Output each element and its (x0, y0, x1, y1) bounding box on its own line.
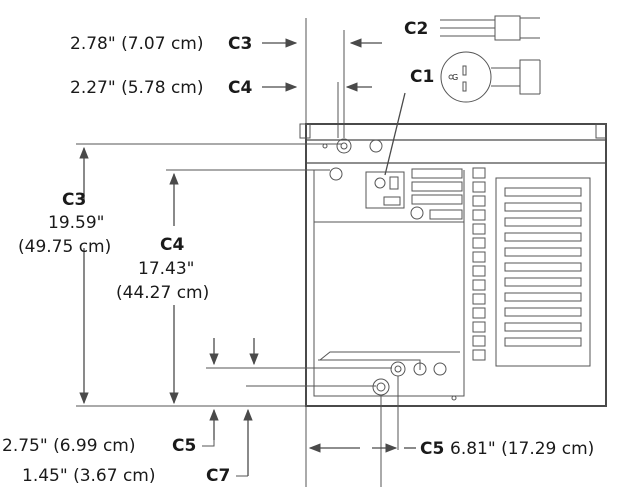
c1-plug: C1 G (384, 51, 541, 176)
c7-bottom-code: C7 (206, 466, 230, 486)
c3-left-dimension: C3 19.59" (49.75 cm) (18, 143, 342, 405)
c4-left-inches: 17.43" (138, 259, 195, 279)
c5-bottom-value: 2.75" (6.99 cm) (2, 436, 136, 456)
c3-top-dimension: 2.78" (7.07 cm) C3 (70, 34, 382, 54)
c3-left-cm: (49.75 cm) (18, 237, 111, 257)
c4-top-code: C4 (228, 78, 252, 98)
c5-right-dimension: C5 6.81" (17.29 cm) (308, 376, 594, 487)
c5-knockout (390, 361, 406, 377)
c3-left-inches: 19.59" (48, 213, 105, 233)
c1-leader-line (384, 92, 406, 176)
c4-top-value: 2.27" (5.78 cm) (70, 78, 204, 98)
c7-bottom-value: 1.45" (3.67 cm) (22, 466, 156, 486)
c3-left-code: C3 (62, 190, 86, 210)
c5-c7-bottom-dimension: 2.75" (6.99 cm) C5 1.45" (3.67 cm) C7 (2, 338, 392, 486)
c1-code: C1 (410, 67, 434, 87)
c4-knockout (329, 167, 343, 181)
unit-outline (299, 123, 607, 407)
c4-left-cm: (44.27 cm) (116, 283, 209, 303)
c7-knockout (372, 378, 390, 396)
c4-left-dimension: C4 17.43" (44.27 cm) (116, 169, 330, 405)
c3-knockout (336, 138, 352, 154)
c3-top-value: 2.78" (7.07 cm) (70, 34, 204, 54)
plug-ground-label: G (452, 73, 458, 82)
c2-wire-lead: C2 (404, 15, 540, 41)
c5-right-code: C5 (420, 439, 444, 459)
c4-left-code: C4 (160, 235, 184, 255)
c5-bottom-code: C5 (172, 436, 196, 456)
c3-top-code: C3 (228, 34, 252, 54)
c5-right-value: 6.81" (17.29 cm) (450, 439, 594, 459)
plug-face (440, 51, 492, 103)
c4-top-dimension: 2.27" (5.78 cm) C4 (70, 78, 372, 98)
c2-code: C2 (404, 19, 428, 39)
